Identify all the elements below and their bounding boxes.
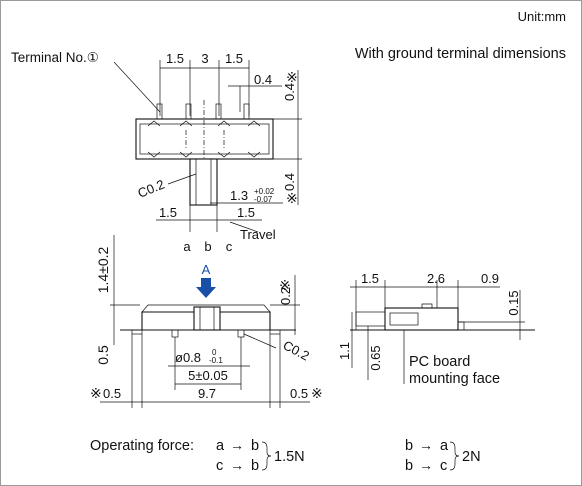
operating-force: Operating force: a → b c → b 1.5N b → a … <box>90 437 481 474</box>
dim-side: 0.5 <box>95 345 111 365</box>
dim-knob-tol-minus: -0.07 <box>254 195 273 204</box>
dim-pitch-right: 1.5 <box>225 51 243 66</box>
dim-hole: ø0.8 <box>175 350 201 365</box>
force-row3-from: b <box>405 438 413 454</box>
mark-right-ext: ※ <box>311 385 323 401</box>
dim-hole-tol-plus: 0 <box>212 348 217 357</box>
terminal-leader <box>113 61 161 113</box>
dim-width: 9.7 <box>198 386 216 401</box>
side-view: 1.5 2.6 0.9 0.15 1.1 0.65 PC board mount… <box>337 271 535 387</box>
arrow-right-icon: → <box>419 437 433 453</box>
dim-height: 1.4±0.2 <box>95 246 111 293</box>
dim-pitch-mid: 3 <box>201 51 208 66</box>
dim-knob-tol-plus: +0.02 <box>254 187 275 196</box>
force-row3-to: a <box>440 438 449 454</box>
side-dim-right: 0.9 <box>481 271 499 286</box>
terminal-label: Terminal No.① <box>11 50 99 65</box>
pos-c: c <box>226 239 233 254</box>
arrow-right-icon: → <box>419 457 433 473</box>
force-row1-from: a <box>216 438 225 454</box>
top-chamfer: C0.2 <box>136 177 167 201</box>
dim-left-ext: 0.5 <box>103 386 121 401</box>
dim-travel-right: 1.5 <box>237 205 255 220</box>
force-row2-to: b <box>251 458 259 474</box>
dim-hole-pitch: 5±0.05 <box>188 368 228 383</box>
dim-right-ext: 0.5 <box>290 386 308 401</box>
side-dim-left: 1.5 <box>361 271 379 286</box>
mark-front: ※ <box>279 277 291 293</box>
pcb-label-1: PC board <box>409 354 470 370</box>
top-view-body <box>135 118 274 160</box>
arrow-down-icon <box>196 278 216 298</box>
arrow-right-icon: → <box>230 437 244 453</box>
force-row1-to: b <box>251 438 259 454</box>
front-chamfer: C0.2 <box>281 337 312 363</box>
mark-left-ext: ※ <box>90 385 102 401</box>
travel-label: Travel <box>240 227 276 242</box>
force-value-2: 2N <box>462 449 481 465</box>
dim-term-width: 0.4 <box>254 72 272 87</box>
force-value-1: 1.5N <box>274 449 305 465</box>
force-row2-from: c <box>216 458 223 474</box>
front-view: A 1.4±0.2 0.5 0.2 ※ ø0.8 <box>90 235 323 408</box>
knob <box>189 158 218 206</box>
side-dim-thickness: 0.15 <box>506 290 521 315</box>
side-view-body <box>384 307 459 331</box>
brace-icon <box>449 441 460 471</box>
pos-a: a <box>183 239 191 254</box>
force-row4-from: b <box>405 458 413 474</box>
pcb-label-2: mounting face <box>409 371 500 387</box>
dim-top-right: 0.4 <box>282 83 297 101</box>
subtitle: With ground terminal dimensions <box>355 46 566 62</box>
pos-b: b <box>204 239 211 254</box>
arrow-right-icon: → <box>230 457 244 473</box>
force-row4-to: c <box>440 458 447 474</box>
dim-pitch-left: 1.5 <box>166 51 184 66</box>
side-dim-height-2: 0.65 <box>368 345 383 370</box>
dim-hole-tol-minus: -0.1 <box>209 356 223 365</box>
dim-knob-main: 1.3 <box>230 188 248 203</box>
dim-travel-left: 1.5 <box>159 205 177 220</box>
dim-bottom-right: 0.4 <box>282 173 297 191</box>
dim-top-gap: 0.2 <box>278 287 293 305</box>
brace-icon <box>261 441 272 471</box>
mark-bottom-right: ※ <box>286 190 298 206</box>
side-dim-mid: 2.6 <box>427 271 445 286</box>
mark-top-right: ※ <box>286 69 298 85</box>
unit-label: Unit:mm <box>518 9 566 24</box>
top-view: Terminal No.① 1.5 3 1.5 0.4 0.4 <box>11 50 302 254</box>
force-label: Operating force: <box>90 438 194 454</box>
side-dim-height-1: 1.1 <box>337 342 352 360</box>
arrow-a-label: A <box>202 262 211 277</box>
